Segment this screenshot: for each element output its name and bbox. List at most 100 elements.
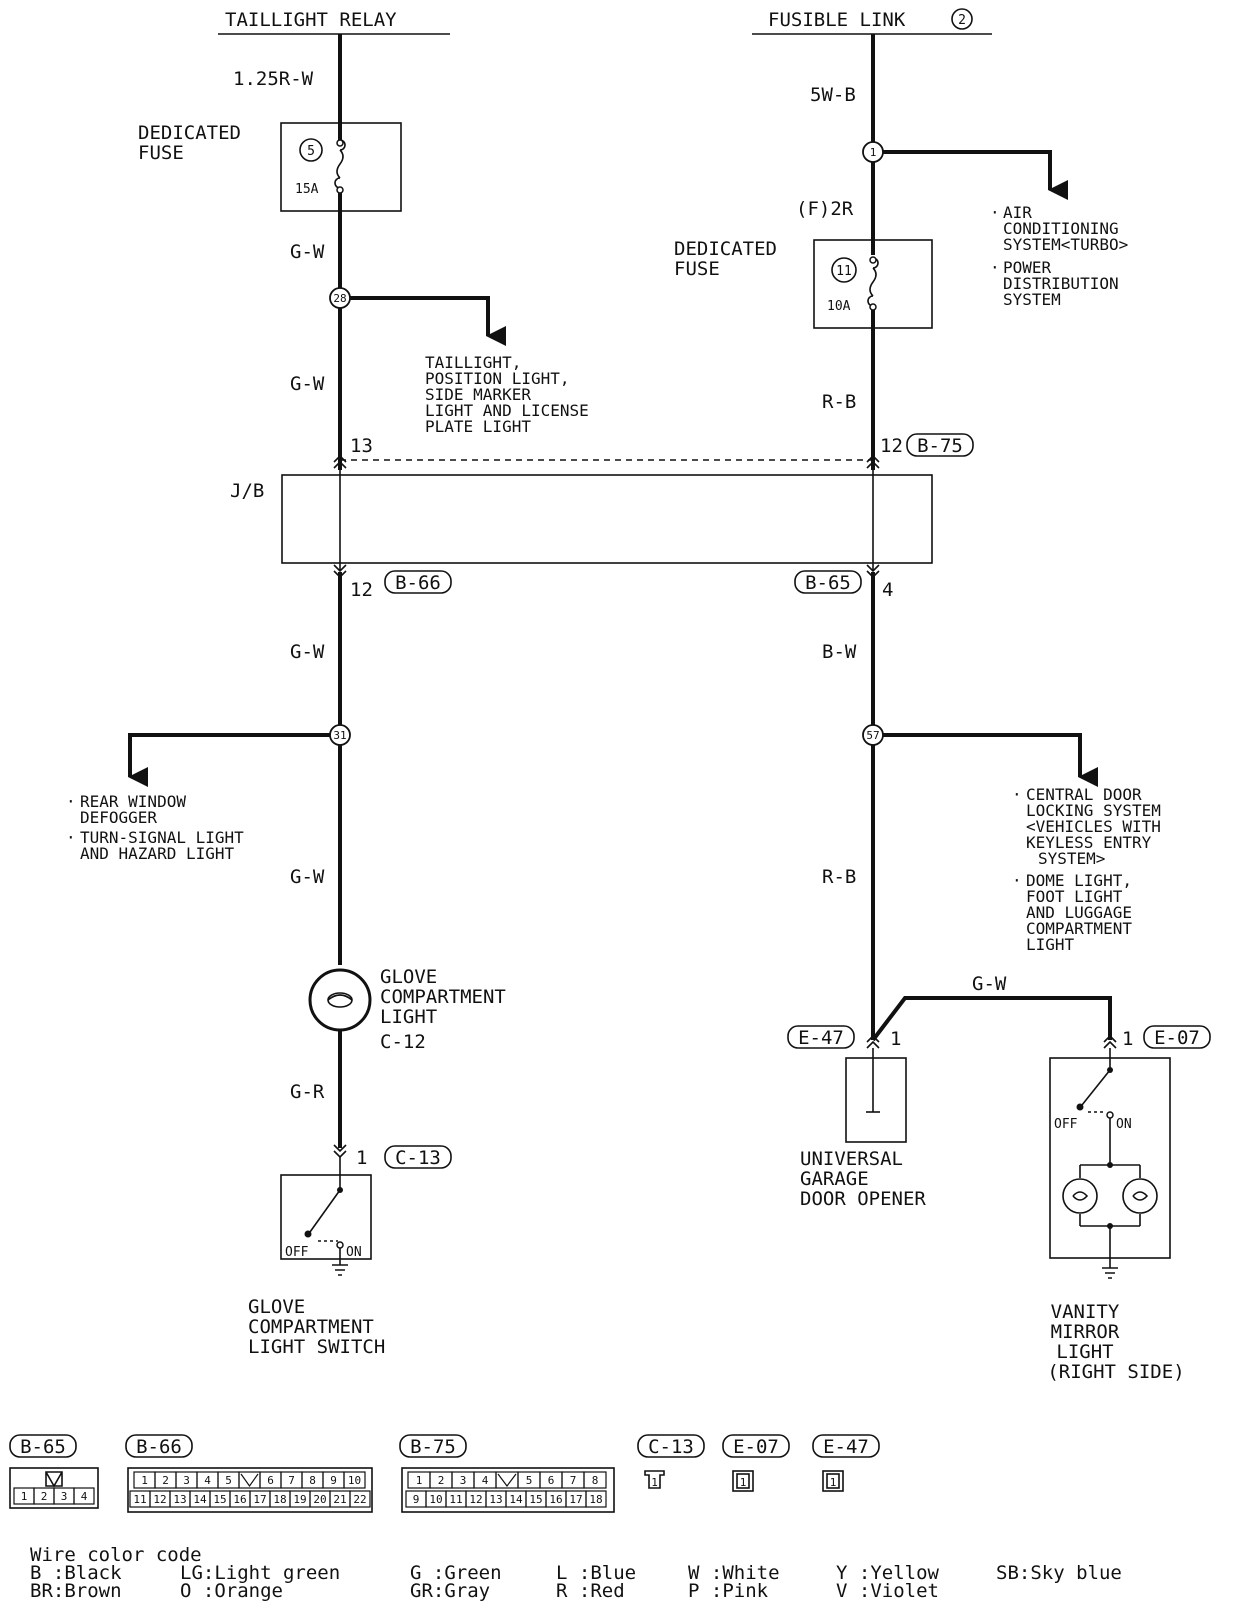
junction-block-label: J/B — [230, 480, 264, 502]
fusible-link-label: FUSIBLE LINK — [768, 9, 906, 31]
legend-col5-row1: W :White — [688, 1562, 780, 1584]
fuse-5-terminal-bottom — [336, 186, 344, 194]
b66-pin-label: 18 — [273, 1493, 286, 1506]
b75-pin-label: 17 — [569, 1493, 582, 1506]
b75-pin-label: 11 — [449, 1493, 462, 1506]
opener-label-2: GARAGE — [800, 1168, 869, 1190]
fuse-11-label-line1: DEDICATED — [674, 238, 777, 260]
wire-label-rb-1: R-B — [822, 391, 856, 413]
joint-57-label: 57 — [866, 729, 879, 742]
glove-switch-on-contact — [336, 1241, 344, 1249]
glove-switch-on: ON — [346, 1245, 362, 1260]
b66-pin-label: 11 — [133, 1493, 146, 1506]
legend-col3-row1: G :Green — [410, 1562, 502, 1584]
face-b65-body — [9, 1467, 99, 1509]
branch-57b-line4: COMPARTMENT — [1026, 919, 1132, 938]
mirror-switch-off-contact — [1076, 1103, 1084, 1111]
b66-pin-label: 8 — [309, 1474, 316, 1487]
opener-label-3: DOOR OPENER — [800, 1188, 926, 1210]
b66-pin-label: 6 — [267, 1474, 274, 1487]
glove-light-label-3: LIGHT — [380, 1006, 437, 1028]
mirror-label-4: (RIGHT SIDE) — [1047, 1361, 1184, 1383]
branch-28-arrow — [350, 296, 506, 346]
b66-pin-label: 2 — [162, 1474, 169, 1487]
wire-label-gw-2: G-W — [290, 373, 325, 395]
face-e07-tag-label: E-07 — [733, 1436, 779, 1458]
branch-31b-line1: TURN-SIGNAL LIGHT — [80, 828, 244, 847]
glove-light-bulb — [308, 968, 372, 1032]
mirror-lamp-left-icon — [1062, 1178, 1098, 1214]
left-circuit: TAILLIGHT RELAY 1.25R-W DEDICATED FUSE 5… — [138, 9, 589, 470]
b66-pin-cell — [349, 1490, 371, 1508]
fuse-5-label-line1: DEDICATED — [138, 122, 241, 144]
mirror-lamp-right-filament — [1132, 1191, 1149, 1201]
b75-pin-label: 18 — [589, 1493, 602, 1506]
fuse-11-number: 11 — [836, 264, 852, 279]
b66-pin-label: 4 — [204, 1474, 211, 1487]
face-b66-tag-label: B-66 — [136, 1436, 182, 1458]
fuse-5-terminal-top — [336, 139, 344, 147]
b66-pin-label: 12 — [153, 1493, 166, 1506]
taillight-relay-label: TAILLIGHT RELAY — [225, 9, 397, 31]
conn-e07-tag-label: E-07 — [1154, 1027, 1200, 1049]
face-e07-pin: 1 — [740, 1476, 747, 1489]
glove-switch-off-contact — [304, 1230, 312, 1238]
b75-pin-label: 14 — [509, 1493, 523, 1506]
mirror-ground-icon — [1102, 1267, 1118, 1279]
b66-key-mark — [240, 1473, 259, 1488]
face-b65-tag — [9, 1434, 77, 1458]
opener-chevron — [866, 1034, 880, 1049]
glove-switch-label-2: COMPARTMENT — [248, 1316, 374, 1338]
face-b75-body — [401, 1467, 615, 1513]
jb-right-out-pin: 4 — [882, 579, 893, 601]
branch-1a-bullet: · — [990, 203, 1000, 222]
fuse-11-terminal-bottom — [869, 303, 877, 311]
legend-col6-row2: V :Violet — [836, 1580, 939, 1602]
mirror-switch-blade — [1081, 1069, 1111, 1106]
jb-left-out-pin: 12 — [350, 579, 373, 601]
fusible-link-number-circle — [951, 8, 973, 30]
glove-switch-blade — [309, 1189, 341, 1233]
wire-label-gw-mirror: G-W — [972, 973, 1007, 995]
branch-57a-line1: CENTRAL DOOR — [1026, 785, 1142, 804]
face-b65-tag-label: B-65 — [20, 1436, 66, 1458]
branch-57b-bullet: · — [1012, 871, 1022, 890]
b66-pin-label: 17 — [253, 1493, 266, 1506]
face-e47-tag — [812, 1434, 880, 1458]
wire-color-legend: Wire color code B :Black BR:Brown LG:Lig… — [30, 1544, 1122, 1602]
b66-pin-label: 20 — [313, 1493, 326, 1506]
joint-1-label: 1 — [870, 146, 877, 159]
branch-57b-line5: LIGHT — [1026, 935, 1075, 954]
b66-pin-label: 9 — [330, 1474, 337, 1487]
b65-pin-label: 3 — [61, 1490, 68, 1503]
b75-pin-label: 6 — [548, 1474, 555, 1487]
b75-pin-label: 15 — [529, 1493, 542, 1506]
junction-block — [281, 474, 933, 564]
mirror-label-3: LIGHT — [1056, 1341, 1113, 1363]
b66-pin-label: 7 — [288, 1474, 295, 1487]
b75-pin-label: 7 — [570, 1474, 577, 1487]
face-e47-tag-label: E-47 — [823, 1436, 869, 1458]
b66-pin-label: 13 — [173, 1493, 186, 1506]
legend-col2-row2: O :Orange — [180, 1580, 283, 1602]
glove-switch-label-1: GLOVE — [248, 1296, 305, 1318]
branch-31a-bullet: · — [66, 792, 76, 811]
mirror-chevron — [1103, 1034, 1117, 1049]
glove-switch-label-3: LIGHT SWITCH — [248, 1336, 385, 1358]
branch-31a-line1: REAR WINDOW — [80, 792, 186, 811]
branch-57a-line5: SYSTEM> — [1038, 849, 1105, 868]
face-c13-pin: 1 — [651, 1476, 658, 1489]
face-c13-tag — [637, 1434, 705, 1458]
wire-label-f2r: (F)2R — [796, 198, 854, 220]
mirror-junction-top — [1107, 1162, 1113, 1168]
b66-pin-label: 3 — [183, 1474, 190, 1487]
conn-c13-tag — [384, 1145, 452, 1169]
face-b75-tag — [399, 1434, 467, 1458]
branch-57b-line2: FOOT LIGHT — [1026, 887, 1123, 906]
glove-light-label-2: COMPARTMENT — [380, 986, 506, 1008]
branch-1-arrow — [883, 150, 1068, 200]
glove-switch-box — [280, 1174, 372, 1260]
branch-28-line1: TAILLIGHT, — [425, 353, 521, 372]
